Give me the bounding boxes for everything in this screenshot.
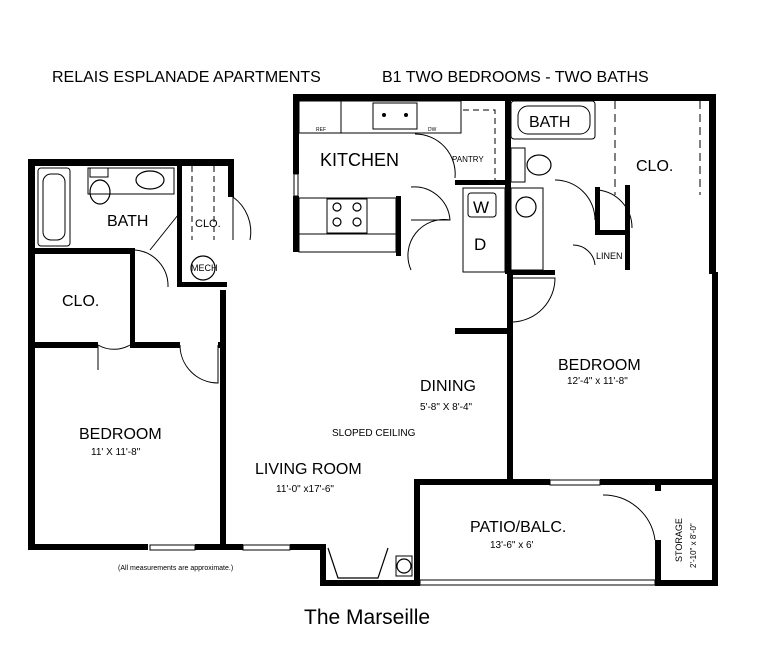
- bedroom-right-label: BEDROOM: [558, 357, 641, 374]
- dw-label: DW: [428, 127, 437, 133]
- stove-icon: [326, 198, 368, 234]
- dryer-label: D: [474, 235, 486, 254]
- pantry-label: PANTRY: [452, 155, 484, 164]
- bedroom-left-size: 11' X 11'-8": [91, 447, 141, 458]
- mech-unit: [190, 255, 216, 281]
- toilet-icon: [526, 154, 552, 176]
- community-name: RELAIS ESPLANADE APARTMENTS: [52, 69, 321, 86]
- patio-size: 13'-6" x 6': [490, 540, 534, 551]
- walls: [28, 94, 718, 586]
- storage-label: STORAGE: [674, 518, 684, 562]
- sink-icon: [372, 102, 418, 130]
- ref-label: REF: [316, 127, 326, 133]
- sink-icon: [135, 170, 165, 190]
- mech-label: MECH: [191, 263, 218, 273]
- washer-icon: [467, 192, 497, 218]
- bath-label-right: BATH: [529, 114, 570, 131]
- patio-label: PATIO/BALC.: [470, 519, 566, 536]
- living-room-size: 11'-0" x17'-6": [276, 484, 334, 495]
- dining-label: DINING: [420, 378, 476, 395]
- closet-label-hall: CLO.: [195, 218, 221, 230]
- measurement-note: (All measurements are approximate.): [118, 565, 233, 572]
- living-room-label: LIVING ROOM: [255, 461, 362, 478]
- plan-name: The Marseille: [304, 606, 430, 629]
- bedroom-left-label: BEDROOM: [79, 426, 162, 443]
- bath-label-left: BATH: [107, 213, 148, 230]
- doors: [97, 101, 701, 541]
- sink-icon: [515, 196, 537, 218]
- closet-label-master: CLO.: [636, 158, 673, 175]
- sloped-ceiling-label: SLOPED CEILING: [332, 428, 416, 439]
- dining-size: 5'-8" X 8'-4": [420, 402, 473, 413]
- closet-label-bedroom: CLO.: [62, 293, 99, 310]
- washer-label: W: [473, 198, 489, 217]
- storage-size: 2'-10" x 8'-0": [689, 523, 698, 568]
- linen-label: LINEN: [596, 251, 623, 261]
- unit-type: B1 TWO BEDROOMS - TWO BATHS: [382, 69, 649, 86]
- bedroom-right-size: 12'-4" x 11'-8": [567, 376, 628, 387]
- kitchen-label: KITCHEN: [320, 150, 399, 170]
- toilet-icon: [89, 179, 111, 205]
- fixtures: REF DW: [37, 100, 656, 586]
- refrigerator: [298, 100, 342, 134]
